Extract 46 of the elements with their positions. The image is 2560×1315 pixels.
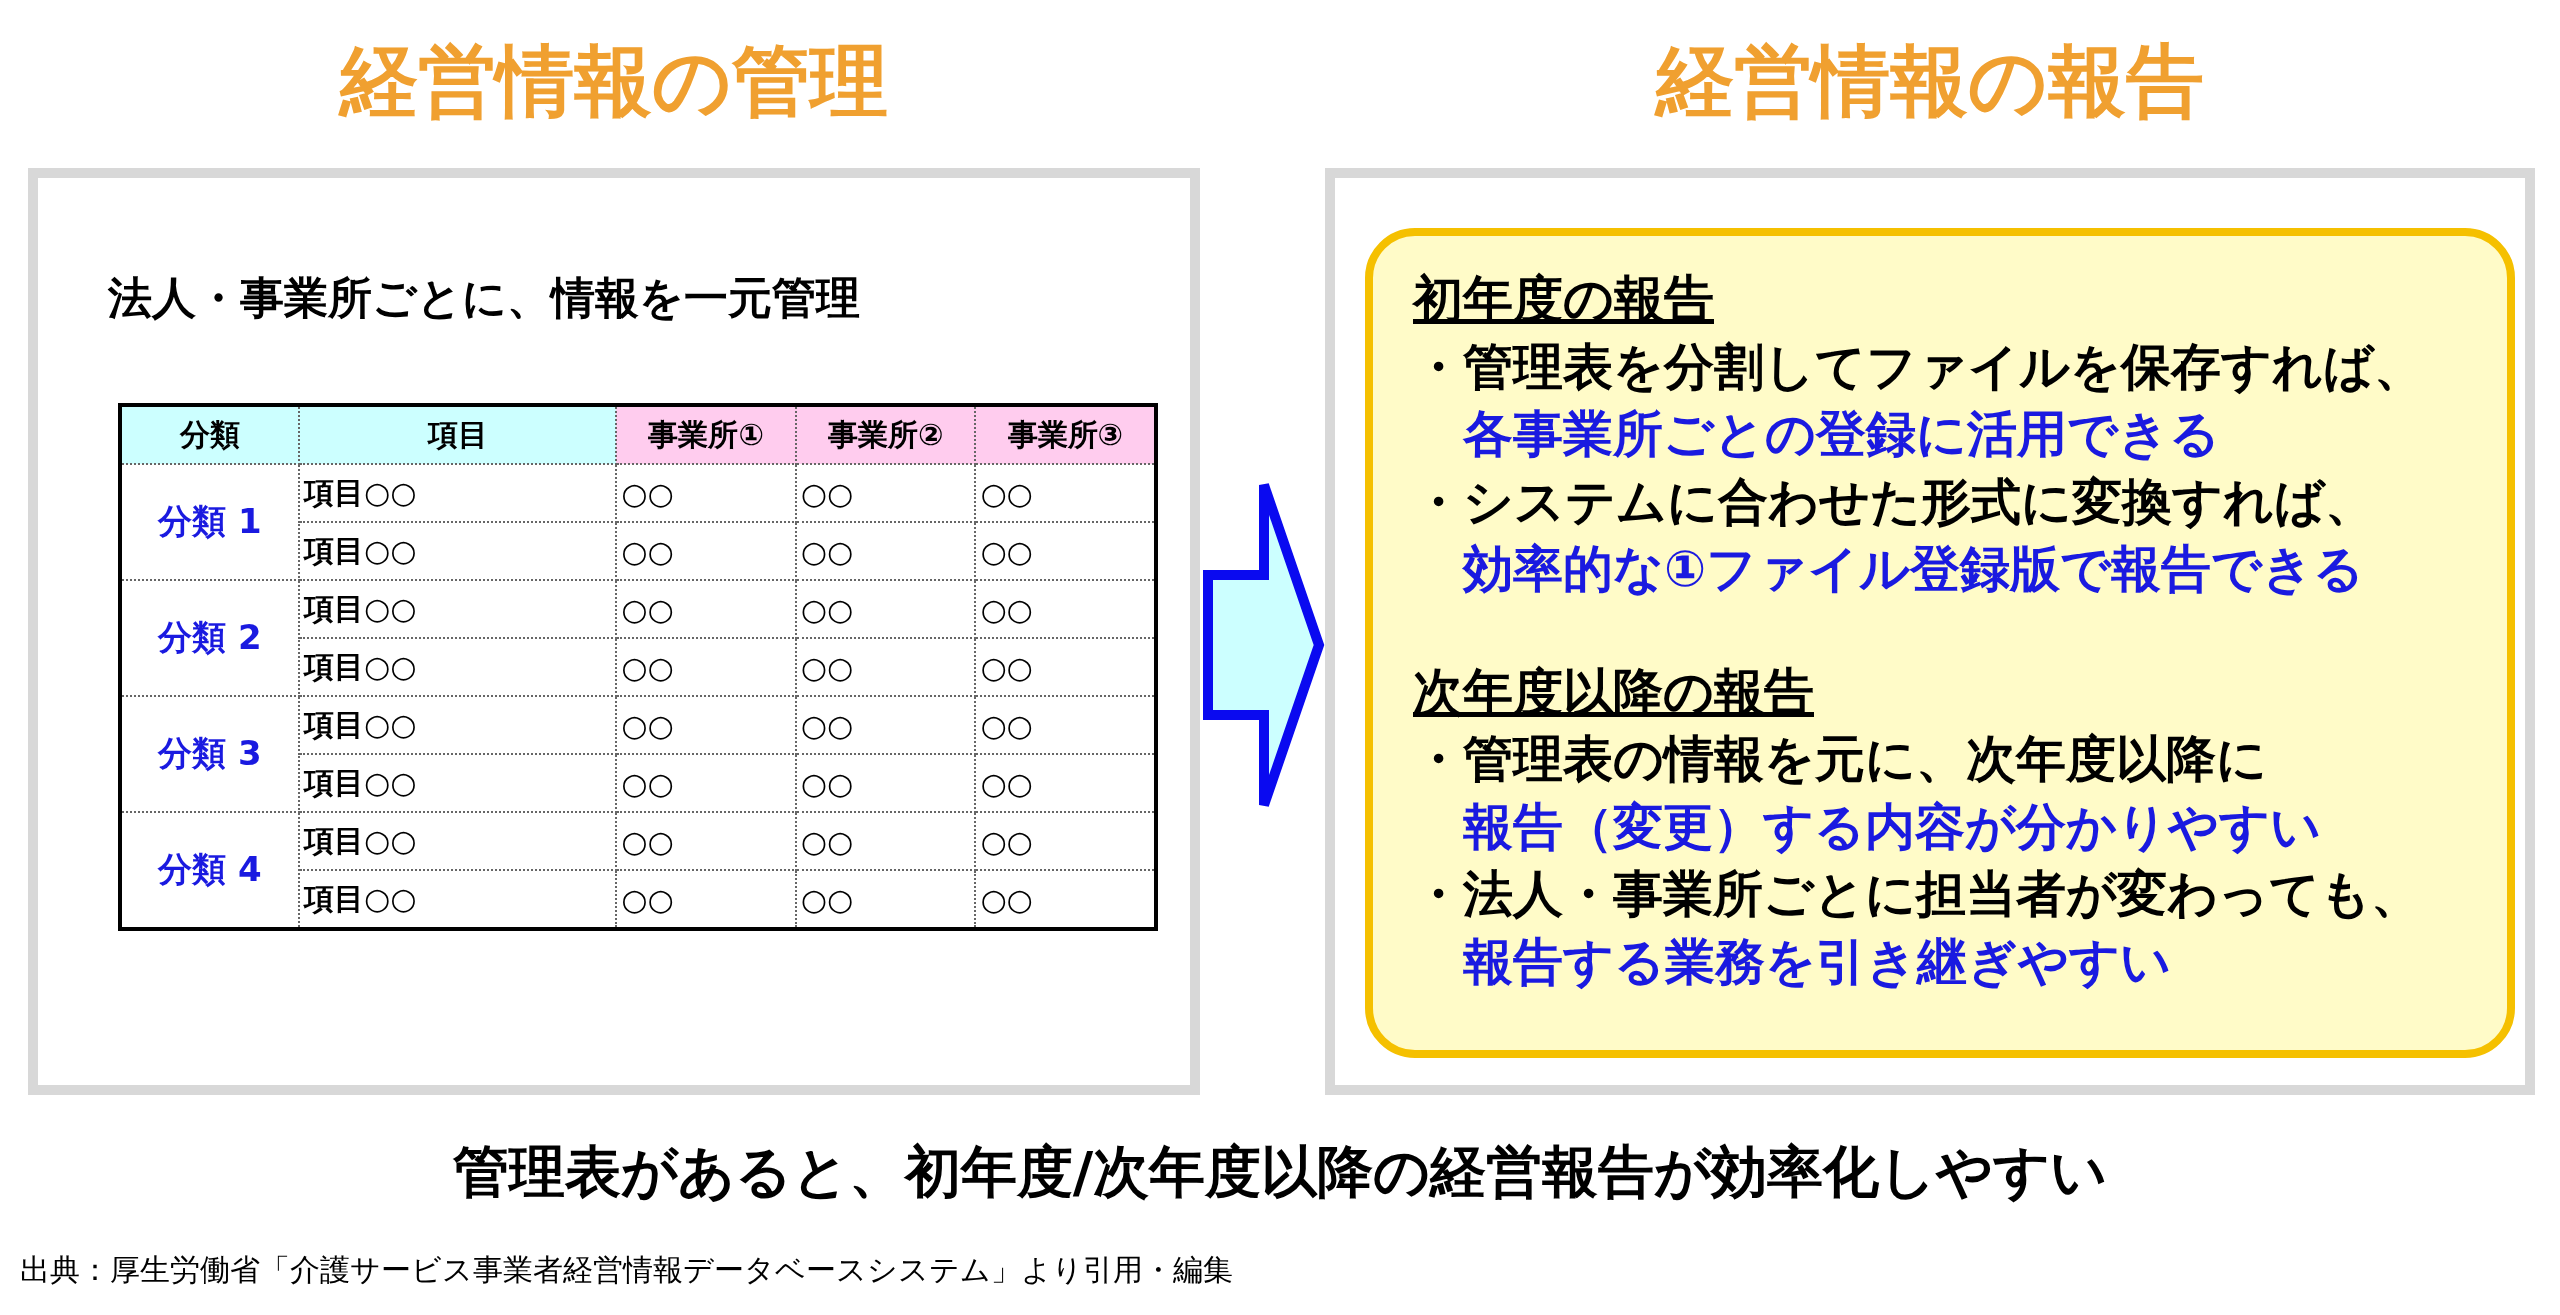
panel-text: 法人・事業所ごとに、情報を一元管理	[108, 271, 860, 325]
source-note: 出典：厚生労働省「介護サービス事業者経営情報データベースシステム」より引用・編集	[20, 1251, 1233, 1289]
table-cell: ○○	[795, 812, 976, 870]
section-heading: 初年度の報告	[1413, 269, 1714, 330]
table-cell: 項目○○	[299, 580, 617, 638]
table-cell: ○○	[795, 464, 976, 522]
header-cell: 分類	[120, 405, 300, 464]
bullet-text: ・管理表を分割してファイルを保存すれば、	[1413, 336, 2424, 398]
table-cell: ○○	[616, 812, 796, 870]
panel-title: 経営情報の管理	[337, 35, 889, 128]
panel-title: 経営情報の報告	[1653, 35, 2205, 128]
table-cell: 項目○○	[299, 754, 617, 812]
bullet-text: ・管理表の情報を元に、次年度以降に	[1413, 729, 2267, 790]
table-cell: 項目○○	[299, 812, 617, 870]
table-cell: 項目○○	[299, 522, 617, 580]
header-cell: 事業所①	[616, 405, 796, 464]
table-cell: 項目○○	[299, 638, 617, 696]
bullet-text: 効率的な①ファイル登録版で報告できる	[1463, 539, 2365, 600]
table-cell: ○○	[616, 696, 796, 754]
category-cell: 分類 3	[120, 696, 300, 812]
table-cell: ○○	[616, 580, 796, 638]
table-cell: ○○	[616, 464, 796, 522]
table-cell: ○○	[795, 638, 976, 696]
bullet-text: 報告する業務を引き継ぎやすい	[1463, 931, 2171, 993]
table-cell: 項目○○	[299, 696, 617, 754]
panel-box	[28, 168, 1200, 1095]
table-cell: ○○	[616, 522, 796, 580]
bullet-text: 報告（変更）する内容が分かりやすい	[1463, 796, 2321, 858]
bullet-text: ・システムに合わせた形式に変換すれば、	[1413, 471, 2375, 533]
table-cell: 項目○○	[299, 464, 617, 522]
block-arrow	[1203, 480, 1325, 810]
header-cell: 事業所②	[795, 405, 976, 464]
table-cell: ○○	[616, 754, 796, 812]
category-cell: 分類 1	[120, 464, 300, 580]
caption: 管理表があると、初年度/次年度以降の経営報告が効率化しやすい	[451, 1138, 2109, 1206]
table-cell: ○○	[795, 522, 976, 580]
table-cell: ○○	[795, 696, 976, 754]
table-cell: ○○	[795, 580, 976, 638]
category-cell: 分類 2	[120, 580, 300, 696]
bullet-text: ・法人・事業所ごとに担当者が変わっても、	[1413, 864, 2421, 925]
header-cell: 事業所③	[975, 405, 1156, 464]
header-cell: 項目	[299, 405, 617, 464]
section-heading: 次年度以降の報告	[1413, 661, 1814, 723]
table-cell: ○○	[795, 754, 976, 812]
table-cell: ○○	[616, 638, 796, 696]
bullet-text: 各事業所ごとの登録に活用できる	[1463, 404, 2220, 465]
